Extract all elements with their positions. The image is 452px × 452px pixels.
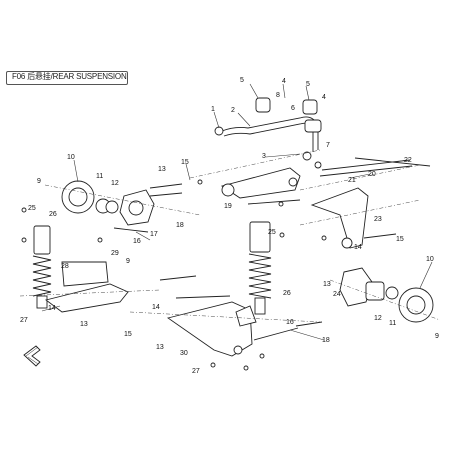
callout-27: 27 xyxy=(20,317,28,324)
callout-16b: 16 xyxy=(286,319,294,326)
callout-21: 21 xyxy=(348,177,356,184)
callout-15c: 15 xyxy=(124,331,132,338)
callout-24: 24 xyxy=(333,291,341,298)
callout-1: 1 xyxy=(211,106,215,113)
callout-26b: 26 xyxy=(283,290,291,297)
callout-14: 14 xyxy=(48,305,56,312)
callout-13: 13 xyxy=(158,166,166,173)
callout-15b: 15 xyxy=(396,236,404,243)
callout-25: 25 xyxy=(28,205,36,212)
callout-19: 19 xyxy=(224,203,232,210)
callout-14b: 14 xyxy=(152,304,160,311)
callout-9: 9 xyxy=(37,178,41,185)
stabilizer-bar xyxy=(214,97,322,169)
callout-16: 16 xyxy=(133,238,141,245)
callout-2: 2 xyxy=(231,107,235,114)
callout-14c: 14 xyxy=(354,244,362,251)
left-hub-assembly xyxy=(44,180,201,226)
callout-20: 20 xyxy=(368,171,376,178)
callout-22: 22 xyxy=(404,157,412,164)
center-shock xyxy=(248,221,272,315)
callout-4b: 4 xyxy=(322,94,326,101)
callout-12: 12 xyxy=(111,180,119,187)
callout-17: 17 xyxy=(150,231,158,238)
left-shock xyxy=(32,225,52,309)
upper-a-arm-center xyxy=(189,149,321,199)
callout-13d: 13 xyxy=(156,344,164,351)
callout-9b: 9 xyxy=(126,258,130,265)
callout-26: 26 xyxy=(49,211,57,218)
callout-13b: 13 xyxy=(80,321,88,328)
callout-18: 18 xyxy=(176,222,184,229)
callout-9c: 9 xyxy=(435,333,439,340)
leader-lines xyxy=(41,83,433,341)
callout-13c: 13 xyxy=(323,281,331,288)
callout-4: 4 xyxy=(282,78,286,85)
callout-15: 15 xyxy=(181,159,189,166)
callout-7: 7 xyxy=(326,142,330,149)
callout-8: 8 xyxy=(276,92,280,99)
long-rods xyxy=(319,157,431,177)
callout-30: 30 xyxy=(180,350,188,357)
callout-10b: 10 xyxy=(426,256,434,263)
callout-6: 6 xyxy=(291,105,295,112)
callout-labels: 1 2 3 4 4 5 5 6 7 8 9 9 9 10 10 11 11 12… xyxy=(20,77,439,375)
callout-5: 5 xyxy=(240,77,244,84)
callout-3: 3 xyxy=(262,153,266,160)
callout-25b: 25 xyxy=(268,229,276,236)
callout-23: 23 xyxy=(374,216,382,223)
callout-12b: 12 xyxy=(374,315,382,322)
back-arrow-icon[interactable] xyxy=(23,345,41,367)
right-hub-assembly xyxy=(329,267,441,323)
lower-a-arm-left xyxy=(19,261,161,313)
callout-10: 10 xyxy=(67,154,75,161)
fasteners xyxy=(21,179,397,371)
upper-a-arm-right xyxy=(299,164,421,249)
callout-28: 28 xyxy=(61,263,69,270)
callout-11b: 11 xyxy=(389,320,396,327)
callout-5b: 5 xyxy=(306,81,310,88)
callout-11: 11 xyxy=(96,173,103,180)
diagram-title: F06 后悬挂/REAR SUSPENSION xyxy=(12,72,127,81)
callout-27b: 27 xyxy=(192,368,200,375)
callout-29: 29 xyxy=(111,250,119,257)
diagram-title-box: F06 后悬挂/REAR SUSPENSION xyxy=(6,71,128,85)
lower-a-arm-center xyxy=(129,301,321,357)
callout-18b: 18 xyxy=(322,337,330,344)
